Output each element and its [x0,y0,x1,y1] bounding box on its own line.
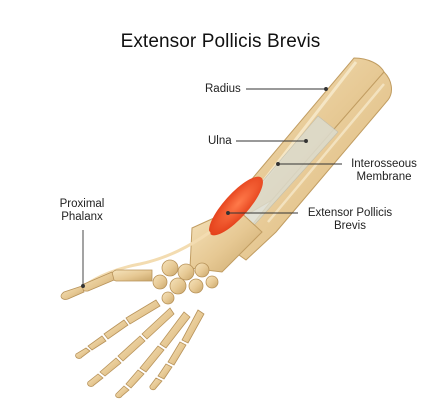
finger-bones [75,299,205,399]
diagram-title: Extensor Pollicis Brevis [120,31,321,52]
thumb-bones [60,269,153,300]
label-interosseous-line2: Membrane [356,171,412,183]
label-phalanx-line2: Phalanx [61,211,103,223]
label-proximal-phalanx: Proximal Phalanx [52,198,112,224]
label-interosseous-membrane: Interosseous Membrane [346,158,422,184]
label-ulna: Ulna [208,135,232,147]
leader-lines [81,87,342,288]
label-epb-line1: Extensor Pollicis [307,207,393,219]
carpal-bones [152,259,219,305]
label-epb-line2: Brevis [334,220,366,232]
label-extensor-pollicis-brevis: Extensor Pollicis Brevis [300,207,400,233]
label-phalanx-line1: Proximal [59,198,105,210]
label-interosseous-line1: Interosseous [351,158,417,170]
extensor-pollicis-brevis-muscle [209,176,263,236]
label-radius: Radius [205,83,241,95]
